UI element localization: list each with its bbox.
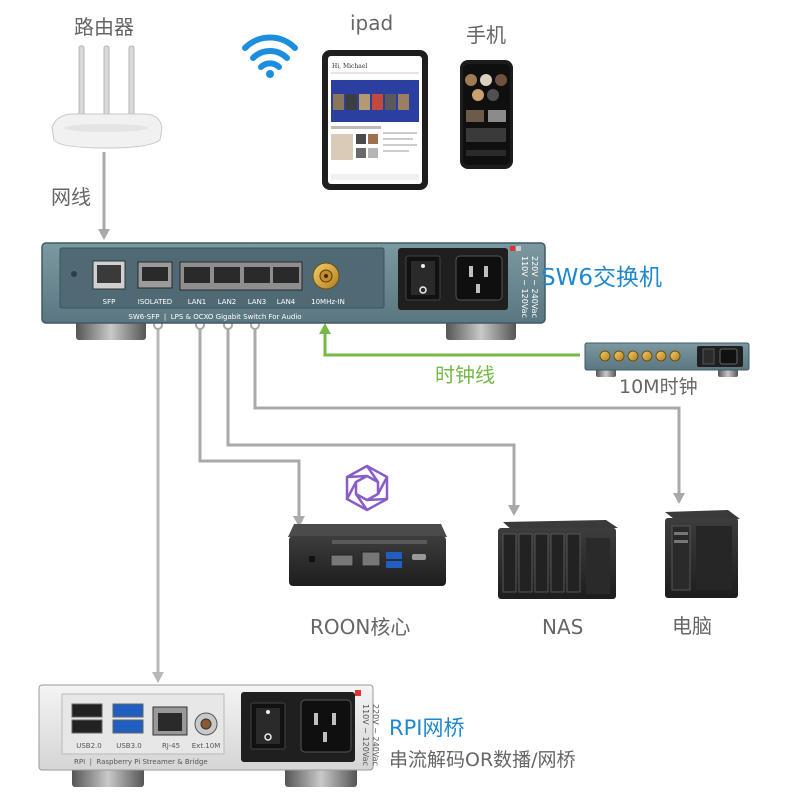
router — [51, 45, 163, 149]
ipad-device — [322, 50, 428, 190]
sw6-model-text: SW6-SFP | LPS & OCXO Gigabit Switch For … — [128, 313, 301, 321]
roon-logo-icon — [345, 464, 389, 512]
rpi-subtitle-label: 串流解码OR数播/网桥 — [389, 749, 576, 771]
phone-label: 手机 — [466, 23, 506, 47]
port-label-lan4: LAN4 — [277, 298, 296, 306]
clock-label: 10M时钟 — [619, 376, 698, 398]
nas-device — [498, 520, 618, 599]
sw6-voltage-2: 220V ~ 240Vac — [530, 256, 539, 318]
port-label-10mhz: 10MHz-IN — [311, 298, 345, 306]
rpi-voltage-1: 110V ~ 120Vac — [361, 704, 370, 766]
switch-label: SW6交换机 — [541, 265, 662, 291]
ipad-greeting: Hi, Michael — [332, 63, 367, 70]
rpi-port-labels: USB2.0 USB3.0 RJ-45 Ext.10M — [76, 742, 220, 750]
ipad-label: ipad — [350, 11, 394, 35]
clock-cable-line — [323, 331, 580, 357]
rpi-voltage-2: 220V ~ 240Vac — [371, 704, 380, 766]
port-label-rj45: RJ-45 — [162, 742, 180, 750]
pc-tower-device — [665, 510, 740, 598]
wifi-icon — [242, 34, 298, 78]
cable-to-roon — [198, 325, 301, 518]
sw6-port-labels: SFP ISOLATED LAN1 LAN2 LAN3 LAN4 10MHz-I… — [103, 298, 345, 306]
network-cable-label: 网线 — [51, 185, 91, 209]
clock-cable-label: 时钟线 — [435, 363, 495, 387]
roon-label: ROON核心 — [310, 615, 411, 639]
port-label-usb2: USB2.0 — [76, 742, 102, 750]
port-label-usb3: USB3.0 — [116, 742, 142, 750]
rpi-title-label: RPI网桥 — [389, 716, 465, 740]
port-label-lan2: LAN2 — [218, 298, 237, 306]
cable-to-pc — [253, 325, 681, 496]
clock-device — [584, 342, 750, 377]
sw6-switch-device — [41, 242, 546, 340]
port-label-lan3: LAN3 — [248, 298, 267, 306]
rpi-bridge-device — [38, 684, 374, 787]
port-label-ext10m: Ext.10M — [192, 742, 220, 750]
rpi-model-text: RPI | Raspberry Pi Streamer & Bridge — [74, 758, 208, 766]
cable-to-nas — [226, 325, 516, 508]
roon-core-device — [288, 524, 447, 586]
sw6-voltage-1: 110V ~ 120Vac — [520, 256, 529, 318]
port-label-isolated: ISOLATED — [138, 298, 172, 306]
nas-label: NAS — [542, 615, 584, 639]
pc-label: 电脑 — [672, 614, 712, 638]
cables — [98, 152, 685, 683]
router-label: 路由器 — [74, 15, 134, 39]
phone-device — [460, 60, 513, 169]
port-label-lan1: LAN1 — [188, 298, 207, 306]
port-label-sfp: SFP — [103, 298, 116, 306]
